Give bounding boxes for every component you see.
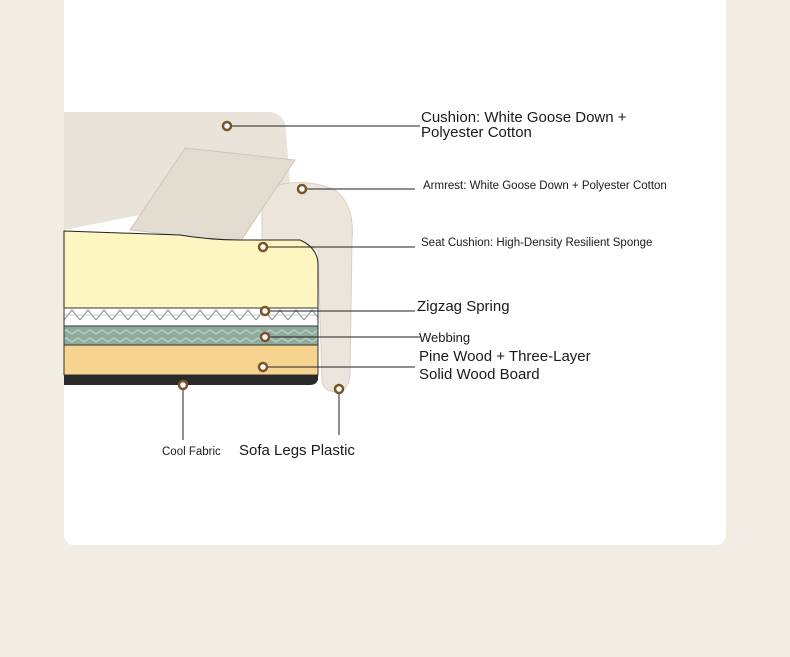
armrest-marker-icon	[296, 183, 308, 195]
pine-label-2: Solid Wood Board	[419, 366, 540, 383]
foam-layer	[63, 230, 319, 309]
legs-marker-icon	[333, 383, 345, 395]
seat-marker-icon	[257, 241, 269, 253]
pine-label-1: Pine Wood + Three-Layer	[419, 348, 591, 365]
webbing-layer	[63, 325, 319, 346]
wood-marker-icon	[257, 361, 269, 373]
zigzag-label: Zigzag Spring	[417, 298, 510, 315]
fabric-layer	[64, 375, 318, 385]
fabric-marker-icon	[177, 379, 189, 391]
spring-marker-icon	[259, 305, 271, 317]
armrest-label: Armrest: White Goose Down + Polyester Co…	[423, 180, 667, 192]
seat-cushion-label: Seat Cushion: High-Density Resilient Spo…	[421, 237, 653, 249]
legs-label: Sofa Legs Plastic	[239, 442, 355, 459]
webbing-label: Webbing	[419, 330, 471, 345]
armrest	[261, 182, 353, 393]
cushion-marker-icon	[221, 120, 233, 132]
cushion-label-1: Cushion: White Goose Down +	[421, 109, 627, 126]
wood-layer	[63, 344, 319, 376]
leader-lines	[182, 125, 420, 440]
cushion-label-2: Polyester Cotton	[421, 124, 532, 141]
webbing-marker-icon	[259, 331, 271, 343]
cool-fabric-label: Cool Fabric	[162, 446, 221, 458]
